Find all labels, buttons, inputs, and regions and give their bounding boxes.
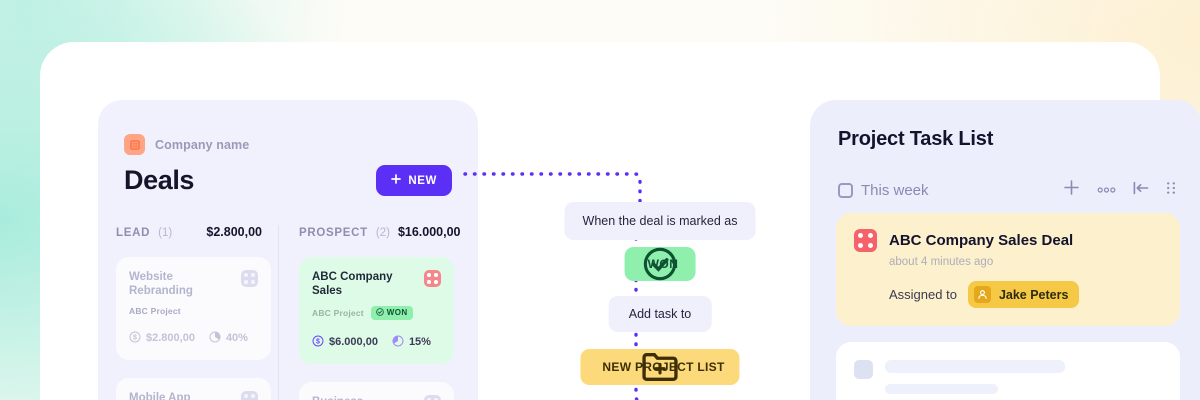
more-options-icon[interactable]: [1097, 181, 1116, 199]
building-icon: [124, 134, 145, 155]
deals-board-panel: Company name Deals NEW LEAD (1) $2.800,0…: [98, 100, 478, 400]
column-lead: LEAD (1) $2.800,00 Website Rebranding AB…: [98, 225, 278, 400]
deal-title: ABC Company Sales: [312, 271, 393, 298]
new-deal-label: NEW: [408, 174, 437, 187]
deal-progress-value: 40%: [225, 332, 248, 345]
loading-skeleton: [836, 342, 1180, 400]
column-name: PROSPECT: [299, 227, 368, 239]
task-item[interactable]: ABC Company Sales Deal about 4 minutes a…: [836, 213, 1180, 326]
dollar-circle-icon: $: [129, 331, 141, 346]
page-title: Deals: [124, 165, 195, 195]
assigned-label: Assigned to: [889, 287, 957, 302]
dice-icon: [424, 270, 441, 287]
flow-action-node[interactable]: Add task to: [608, 296, 712, 332]
deal-progress: 40%: [209, 331, 248, 346]
assignee-name: Jake Peters: [998, 287, 1069, 302]
dollar-circle-icon: $: [312, 335, 324, 350]
status-badge-label: WON: [386, 308, 408, 318]
column-name: LEAD: [116, 227, 151, 239]
automation-flow: When the deal is marked as WON Add task …: [463, 84, 810, 400]
add-task-icon[interactable]: [1063, 179, 1080, 201]
column-count: (2): [375, 227, 390, 239]
deal-title: Website Rebranding: [129, 271, 193, 298]
deal-amount: $ $6.000,00: [312, 335, 378, 350]
column-total: $2.800,00: [206, 225, 262, 239]
check-circle-icon: [376, 307, 384, 318]
deal-title: Mobile App Development: [129, 391, 191, 400]
pie-chart-icon: [392, 335, 404, 350]
deal-amount-value: $2.800,00: [146, 332, 195, 345]
deals-header: Deals NEW: [124, 165, 452, 196]
column-total: $16.000,00: [397, 225, 461, 239]
group-checkbox[interactable]: [838, 182, 853, 198]
skeleton-icon: [854, 360, 873, 379]
deal-card[interactable]: Business Development & Strategy Cupcake …: [299, 381, 454, 400]
column-prospect: PROSPECT (2) $16.000,00 ABC Company Sale…: [278, 225, 461, 400]
task-title: ABC Company Sales Deal: [889, 232, 1074, 249]
task-timestamp: about 4 minutes ago: [889, 256, 994, 268]
status-badge: WON: [370, 305, 413, 320]
dice-icon: [854, 229, 877, 252]
task-list-title: Project Task List: [838, 128, 994, 150]
flow-trigger-label: When the deal is marked as: [582, 214, 738, 228]
dice-icon: [424, 394, 441, 400]
svg-text:$: $: [316, 338, 320, 345]
collapse-icon[interactable]: [1133, 181, 1149, 200]
new-deal-button[interactable]: NEW: [376, 165, 452, 196]
deal-amount: $ $2.800,00: [129, 331, 195, 346]
deal-card[interactable]: ABC Company Sales ABC Project WON: [299, 257, 454, 364]
deal-project: ABC Project: [129, 305, 181, 316]
task-assignment: Assigned to Jake Peters: [889, 281, 1162, 308]
task-group-tools: [1063, 179, 1176, 201]
plus-icon: [391, 174, 402, 187]
skeleton-line: [885, 360, 1065, 373]
drag-handle-icon[interactable]: [1166, 181, 1176, 200]
deal-title: Business Development & Strategy: [312, 395, 418, 400]
column-header: LEAD (1) $2.800,00: [116, 225, 278, 239]
project-task-list-panel: Project Task List This week: [810, 100, 1200, 400]
task-group-label: This week: [861, 181, 929, 199]
dice-icon: [241, 390, 258, 400]
task-group-header: This week: [838, 179, 1176, 201]
app-window: Company name Deals NEW LEAD (1) $2.800,0…: [40, 42, 1200, 400]
skeleton-line: [885, 384, 998, 394]
deal-progress: 15%: [392, 335, 431, 350]
deal-card[interactable]: Website Rebranding ABC Project $ $2.800,…: [116, 257, 271, 360]
pie-chart-icon: [209, 331, 221, 346]
flow-target-node[interactable]: NEW PROJECT LIST: [580, 349, 740, 385]
flow-target-label: NEW PROJECT LIST: [602, 360, 725, 374]
flow-status-node[interactable]: WON: [624, 247, 696, 281]
deal-amount-value: $6.000,00: [329, 336, 378, 349]
user-icon: [973, 286, 991, 303]
deal-card[interactable]: Mobile App Development Cupcake Project $…: [116, 377, 271, 400]
column-count: (1): [158, 227, 173, 239]
deal-progress-value: 15%: [408, 336, 431, 349]
deal-project: ABC Project: [312, 307, 364, 318]
assignee-chip[interactable]: Jake Peters: [967, 281, 1080, 308]
svg-text:$: $: [133, 334, 137, 341]
company-header[interactable]: Company name: [124, 134, 478, 155]
dice-icon: [241, 270, 258, 287]
column-header: PROSPECT (2) $16.000,00: [299, 225, 461, 239]
board-columns: LEAD (1) $2.800,00 Website Rebranding AB…: [98, 225, 478, 400]
flow-action-label: Add task to: [628, 307, 692, 321]
flow-trigger-node[interactable]: When the deal is marked as: [564, 202, 756, 240]
company-name: Company name: [155, 137, 250, 152]
